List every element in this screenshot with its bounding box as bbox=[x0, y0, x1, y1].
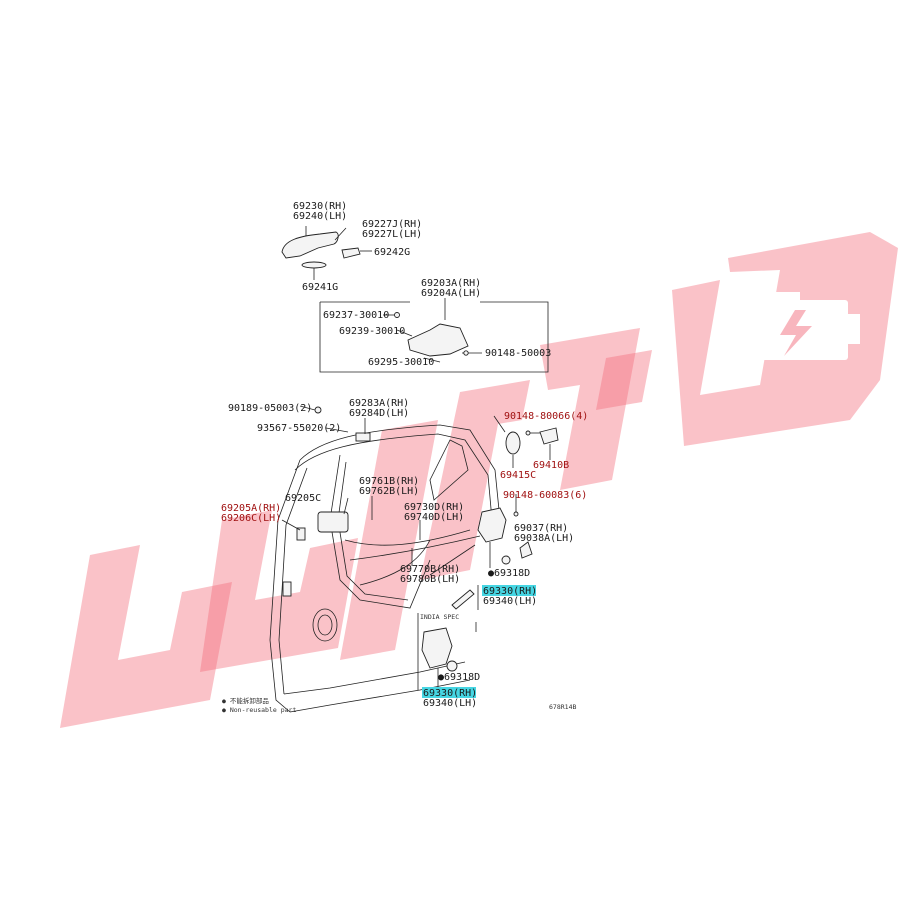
label-90148-60083: 90148-60083(6) bbox=[503, 490, 587, 501]
label-69761b: 69761B(RH) bbox=[359, 476, 419, 487]
label-93567: 93567-55020(2) bbox=[257, 423, 341, 434]
label-69227l: 69227L(LH) bbox=[362, 229, 422, 240]
label-69283a: 69283A(RH) bbox=[349, 398, 409, 409]
label-69340-bottom: 69340(LH) bbox=[423, 698, 477, 709]
label-90189: 90189-05003(2) bbox=[228, 403, 312, 414]
label-69762b: 69762B(LH) bbox=[359, 486, 419, 497]
label-69284d: 69284D(LH) bbox=[349, 408, 409, 419]
watermark-logo bbox=[60, 232, 898, 728]
label-69410b: 69410B bbox=[533, 460, 569, 471]
label-69237: 69237-30010 bbox=[323, 310, 389, 321]
label-69730d: 69730D(RH) bbox=[404, 502, 464, 513]
label-69415c: 69415C bbox=[500, 470, 536, 481]
door-lock-actuator bbox=[451, 494, 533, 610]
engine-icon bbox=[742, 292, 860, 360]
label-69780b: 69780B(LH) bbox=[400, 574, 460, 585]
label-69037: 69037(RH) bbox=[514, 523, 568, 534]
label-india-spec: INDIA SPEC bbox=[420, 613, 459, 621]
label-69770b: 69770B(RH) bbox=[400, 564, 460, 575]
door-frame bbox=[269, 424, 501, 713]
outside-handle bbox=[281, 226, 372, 280]
label-69340-top: 69340(LH) bbox=[483, 596, 537, 607]
label-69038a: 69038A(LH) bbox=[514, 533, 574, 544]
label-69240: 69240(LH) bbox=[293, 211, 347, 222]
leader-lines bbox=[281, 405, 506, 566]
label-69203a: 69203A(RH) bbox=[421, 278, 481, 289]
striker-parts bbox=[505, 427, 559, 468]
label-69239: 69239-30010 bbox=[339, 326, 405, 337]
highlight-69330-bottom bbox=[422, 687, 476, 698]
label-69318d-bottom: ●69318D bbox=[438, 672, 480, 683]
india-spec-lock bbox=[417, 613, 477, 690]
part-labels: 69230(RH) 69240(LH) 69227J(RH) 69227L(LH… bbox=[221, 201, 588, 714]
label-69330-top: 69330(RH) bbox=[483, 586, 537, 597]
label-69206c: 69206C(LH) bbox=[221, 513, 281, 524]
label-69205c: 69205C bbox=[285, 493, 321, 504]
label-69241g: 69241G bbox=[302, 282, 338, 293]
highlight-69330-top bbox=[482, 585, 536, 596]
label-69205a: 69205A(RH) bbox=[221, 503, 281, 514]
label-69740d: 69740D(LH) bbox=[404, 512, 464, 523]
label-69318d-top: ●69318D bbox=[488, 568, 530, 579]
label-69230: 69230(RH) bbox=[293, 201, 347, 212]
label-90148-50003: 90148-50003 bbox=[485, 348, 551, 359]
legend-note-english: ● Non-reusable part bbox=[222, 706, 296, 714]
label-69242g: 69242G bbox=[374, 247, 410, 258]
label-90148-80066: 90148-80066(4) bbox=[504, 411, 588, 422]
label-69227j: 69227J(RH) bbox=[362, 219, 422, 230]
legend-note-chinese: ● 不能拆卸部品 bbox=[222, 696, 269, 705]
label-69295: 69295-30010 bbox=[368, 357, 434, 368]
figure-code: 678R14B bbox=[549, 703, 576, 711]
lock-assembly-box bbox=[319, 298, 549, 373]
label-69204a: 69204A(LH) bbox=[421, 288, 481, 299]
label-69330-bottom: 69330(RH) bbox=[423, 688, 477, 699]
